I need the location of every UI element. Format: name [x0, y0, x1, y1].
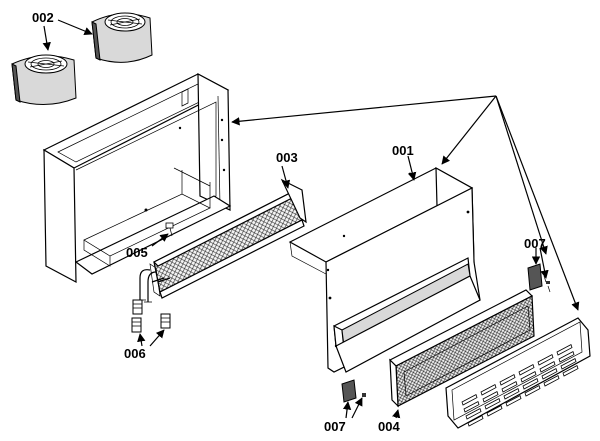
pipe-fittings — [131, 299, 171, 333]
grille-slot — [556, 344, 573, 356]
blower-upper — [91, 12, 153, 63]
label-003: 003 — [276, 150, 298, 165]
grille-slots — [461, 344, 579, 427]
grille-slot — [503, 388, 520, 400]
grille-slot — [543, 375, 560, 387]
grille-slot — [501, 381, 518, 393]
grille-slot — [558, 351, 575, 363]
coil-assembly — [136, 178, 307, 303]
label-004: 004 — [378, 419, 400, 434]
grille-slot — [539, 361, 556, 373]
grille-slot — [524, 385, 541, 397]
label-002: 002 — [32, 10, 54, 25]
grille-slot — [499, 374, 516, 386]
grille-slot — [461, 394, 478, 406]
grille-slot — [465, 408, 482, 420]
blower-lower — [11, 54, 77, 105]
filter-panel — [388, 289, 535, 408]
grille-slot — [541, 368, 558, 380]
label-005: 005 — [126, 245, 148, 260]
grille-slot — [484, 398, 501, 410]
grille-slot — [537, 354, 554, 366]
leader-lines — [42, 19, 580, 419]
grille-slot — [560, 358, 577, 370]
grille-slot — [463, 401, 480, 413]
grille-slot — [480, 384, 497, 396]
label-001: 001 — [392, 143, 414, 158]
label-006: 006 — [124, 346, 146, 361]
grille-slot — [520, 371, 537, 383]
bracket-bottom — [341, 379, 366, 403]
return-grille — [445, 317, 591, 429]
label-007-right: 007 — [524, 236, 546, 251]
grille-slot — [486, 405, 503, 417]
grille-slot — [562, 365, 579, 377]
grille-slot — [522, 378, 539, 390]
label-007-bottom: 007 — [324, 419, 346, 434]
grille-slot — [467, 415, 484, 427]
front-housing — [288, 166, 481, 373]
bracket-right — [527, 263, 551, 293]
grille-slot — [505, 395, 522, 407]
grille-slot — [482, 391, 499, 403]
grille-slot — [518, 364, 535, 376]
cabinet-frame — [42, 72, 232, 284]
screw-part — [165, 222, 174, 237]
